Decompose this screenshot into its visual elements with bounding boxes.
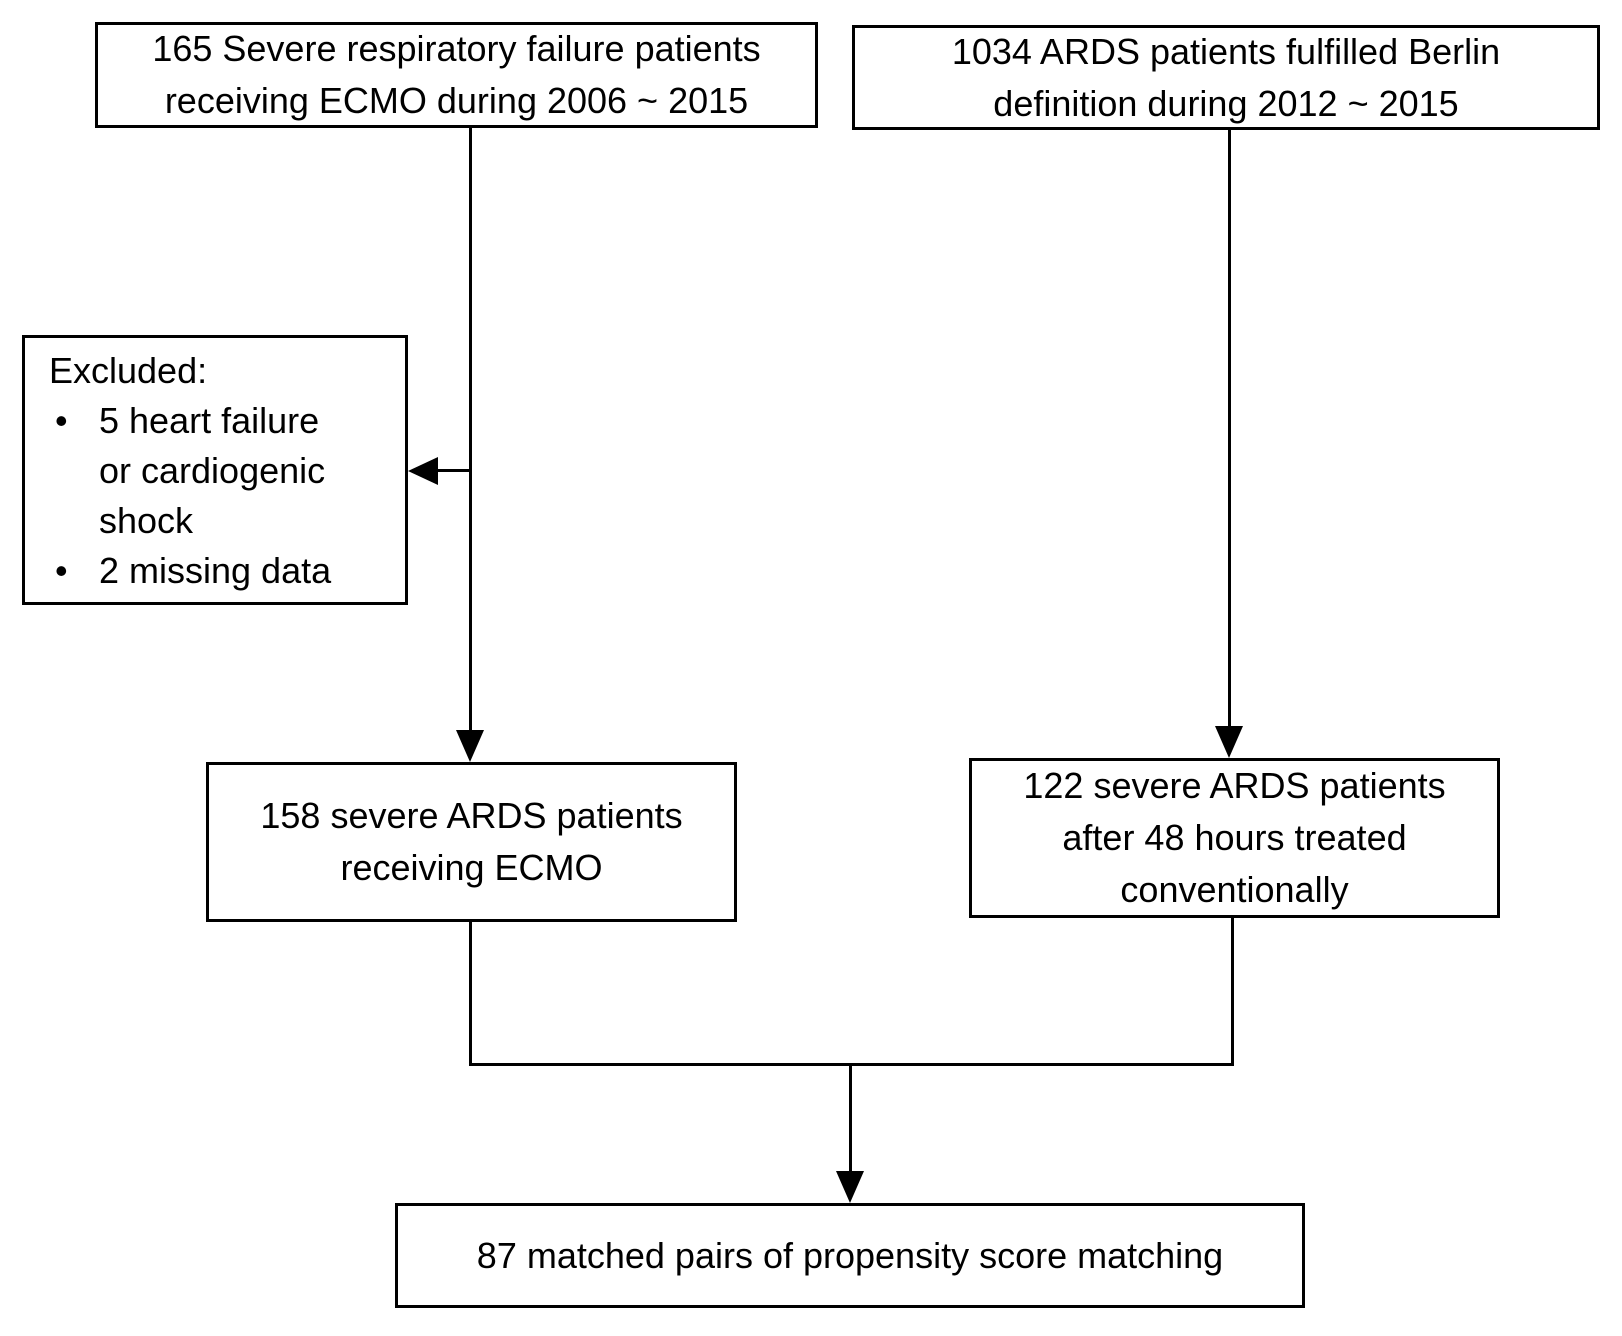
excluded-item-text: 5 heart failure or cardiogenic shock <box>99 396 391 546</box>
arrowhead-left-icon <box>408 457 438 485</box>
node-line: shock <box>99 500 194 541</box>
connector-respiratory-to-ecmo-group <box>469 128 472 732</box>
connector-merge-to-matched <box>849 1063 852 1171</box>
node-conventional-group: 122 severe ARDS patients after 48 hours … <box>969 758 1500 918</box>
node-ards-berlin-source: 1034 ARDS patients fulfilled Berlin defi… <box>852 25 1600 130</box>
node-line: 122 severe ARDS patients <box>1023 765 1446 806</box>
excluded-item: • 2 missing data <box>49 546 391 596</box>
node-line: 2 missing data <box>99 550 332 591</box>
node-line: after 48 hours treated <box>1062 817 1407 858</box>
node-ecmo-group: 158 severe ARDS patients receiving ECMO <box>206 762 737 922</box>
bullet-icon: • <box>55 550 68 591</box>
node-excluded: Excluded: • 5 heart failure or cardiogen… <box>22 335 408 605</box>
node-line: receiving ECMO during 2006 ~ 2015 <box>164 80 749 121</box>
node-line: definition during 2012 ~ 2015 <box>993 82 1459 124</box>
arrowhead-down-icon <box>1215 726 1243 758</box>
node-line: conventionally <box>1120 869 1349 910</box>
node-line: 5 heart failure <box>99 400 320 441</box>
connector-branch-to-excluded <box>436 469 472 472</box>
node-line: 1034 ARDS patients fulfilled Berlin <box>951 30 1501 72</box>
excluded-item-text: 2 missing data <box>99 546 391 596</box>
connector-berlin-to-conventional-group <box>1228 130 1231 726</box>
excluded-title: Excluded: <box>49 350 208 391</box>
node-line: or cardiogenic <box>99 450 326 491</box>
node-line: 87 matched pairs of propensity score mat… <box>476 1234 1224 1276</box>
node-line: 158 severe ARDS patients <box>260 795 683 836</box>
node-respiratory-failure-source: 165 Severe respiratory failure patients … <box>95 22 818 128</box>
node-matched-pairs: 87 matched pairs of propensity score mat… <box>395 1203 1305 1308</box>
arrowhead-down-icon <box>836 1171 864 1203</box>
connector-conventional-group-down <box>1231 918 1234 1066</box>
node-line: receiving ECMO <box>340 847 603 888</box>
bullet-icon: • <box>55 400 68 441</box>
node-line: 165 Severe respiratory failure patients <box>152 28 761 69</box>
excluded-item: • 5 heart failure or cardiogenic shock <box>49 396 391 546</box>
arrowhead-down-icon <box>456 730 484 762</box>
connector-ecmo-group-down <box>469 922 472 1066</box>
